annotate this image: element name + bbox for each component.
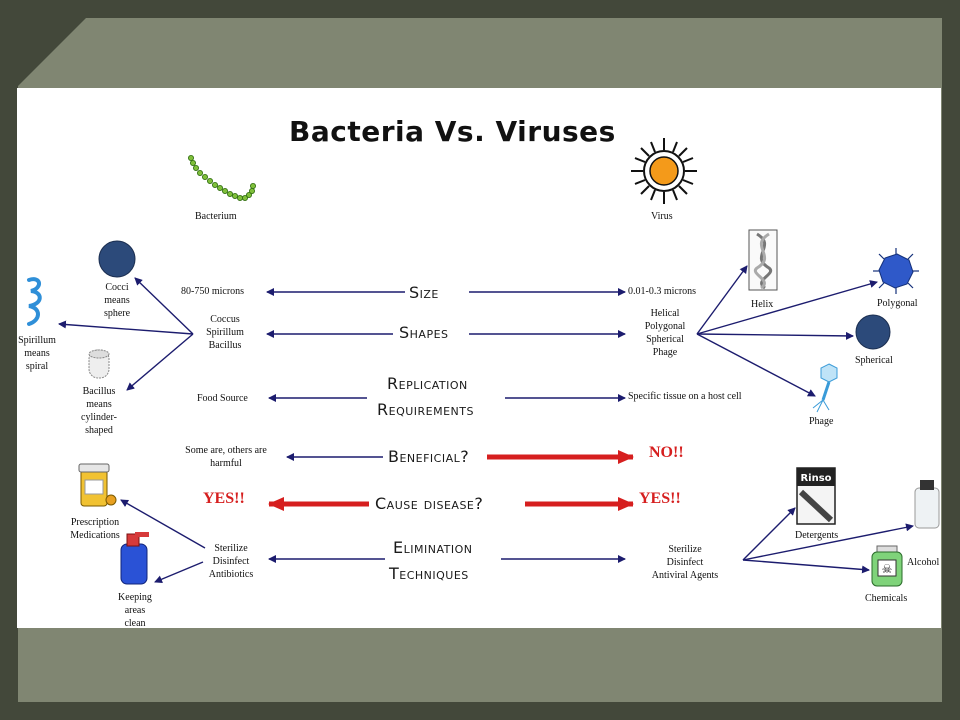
diagram-graphics: Rinso ☠ (27, 138, 940, 587)
right-elim-antiviral: Antiviral Agents (651, 570, 719, 581)
virus-caption: Virus (651, 211, 673, 222)
right-shapes-helical: Helical (650, 308, 680, 319)
bacillus-caption-3: cylinder- (81, 412, 117, 423)
topic-replication: Replication (387, 374, 468, 393)
virus-icon (631, 138, 697, 204)
row-arrows (58, 265, 914, 583)
cocci-icon (98, 240, 136, 278)
chemicals-caption: Chemicals (865, 593, 908, 604)
helix-icon (748, 229, 778, 291)
topic-requirements: Requirements (377, 400, 474, 419)
prescription-caption-2: Medications (70, 530, 120, 541)
spherical-virus-icon (855, 314, 891, 350)
left-elim-disinfect: Disinfect (212, 556, 250, 567)
right-cause-disease: YES!! (639, 490, 681, 507)
cocci-caption-2: means (104, 295, 130, 306)
bacillus-caption-4: shaped (85, 425, 113, 436)
left-beneficial-1: Some are, others are (185, 445, 267, 456)
svg-text:☠: ☠ (882, 562, 893, 576)
spirillum-caption-1: Spirillum (18, 335, 56, 346)
right-replication: Specific tissue on a host cell (628, 391, 742, 402)
left-elim-antibiotics: Antibiotics (208, 569, 254, 580)
left-shapes-spirillum: Spirillum (206, 327, 244, 338)
alcohol-caption: Alcohol (907, 557, 940, 568)
left-shapes-coccus: Coccus (210, 314, 240, 325)
bacterium-caption: Bacterium (195, 211, 237, 222)
phage-icon (812, 363, 838, 413)
spray-caption-3: clean (124, 618, 146, 629)
cocci-caption-3: sphere (103, 308, 131, 319)
left-beneficial-2: harmful (210, 458, 242, 469)
spray-caption-1: Keeping (118, 592, 152, 603)
spherical-caption: Spherical (855, 355, 893, 366)
right-elim-sterilize: Sterilize (668, 544, 702, 555)
spray-bottle-icon (120, 532, 149, 585)
bacillus-caption-1: Bacillus (82, 386, 116, 397)
topic-cause-disease: Cause disease? (375, 494, 484, 513)
left-shapes-bacillus: Bacillus (208, 340, 242, 351)
spirillum-icon (27, 277, 42, 326)
helix-caption: Helix (751, 299, 774, 310)
right-size: 0.01-0.3 microns (628, 286, 697, 297)
right-shapes-phage: Phage (652, 347, 678, 358)
chemical-bottle-icon: ☠ (871, 545, 903, 587)
prescription-caption-1: Prescription (70, 517, 120, 528)
spirillum-caption-3: spiral (25, 361, 49, 372)
bacillus-icon (88, 349, 110, 379)
slide: Bacteria Vs. Viruses Bacterium Virus Siz… (17, 88, 941, 629)
left-size: 80-750 microns (181, 286, 245, 297)
page-title: Bacteria Vs. Viruses (289, 115, 616, 148)
prescription-icon (78, 463, 117, 507)
left-cause-disease: YES!! (203, 490, 245, 507)
detergent-label: Rinso (800, 473, 831, 484)
phage-caption: Phage (809, 416, 834, 427)
alcohol-bottle-icon (914, 480, 940, 529)
cocci-caption-1: Cocci (105, 282, 129, 293)
right-shapes-spherical: Spherical (646, 334, 684, 345)
detergents-caption: Detergents (795, 530, 839, 541)
polygonal-virus-icon (873, 248, 919, 294)
left-replication: Food Source (197, 393, 248, 404)
right-shapes-polygonal: Polygonal (644, 321, 686, 332)
right-beneficial: NO!! (649, 444, 684, 461)
left-elim-sterilize: Sterilize (214, 543, 248, 554)
spray-caption-2: areas (124, 605, 146, 616)
topic-elimination: Elimination (393, 538, 473, 557)
topic-shapes: Shapes (399, 323, 449, 342)
topic-size: Size (409, 283, 439, 302)
bacterium-icon (187, 155, 256, 202)
right-elim-disinfect: Disinfect (666, 557, 704, 568)
spirillum-caption-2: means (24, 348, 50, 359)
red-arrows (268, 450, 634, 511)
polygonal-caption: Polygonal (877, 298, 918, 309)
bacillus-caption-2: means (86, 399, 112, 410)
topic-beneficial: Beneficial? (388, 447, 470, 466)
detergent-box-icon: Rinso (796, 467, 836, 525)
topic-techniques: Techniques (389, 564, 469, 583)
